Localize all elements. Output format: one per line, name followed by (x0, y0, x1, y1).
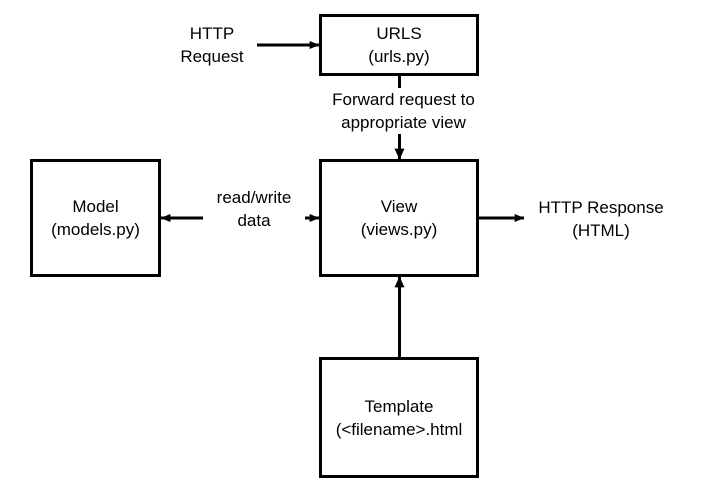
http-response-line2: (HTML) (572, 221, 630, 240)
forward-request-line2: appropriate view (341, 113, 466, 132)
edge-label-http-request: HTTP Request (172, 22, 252, 68)
node-template[interactable]: Template (<filename>.html (319, 357, 479, 478)
read-write-line2: data (237, 211, 271, 230)
http-request-line2: Request (180, 47, 244, 66)
read-write-line1: read/write (216, 188, 292, 207)
node-urls-title: URLS (376, 24, 422, 43)
edge-label-read-write-data: read/write data (203, 186, 305, 232)
node-view-subtitle: (views.py) (360, 220, 438, 239)
edge-label-forward-request: Forward request to appropriate view (316, 88, 491, 134)
node-view-title: View (380, 197, 418, 216)
node-model[interactable]: Model (models.py) (30, 159, 161, 277)
node-template-subtitle: (<filename>.html (335, 419, 463, 439)
node-model-title: Model (72, 197, 119, 216)
http-request-line1: HTTP (189, 24, 235, 43)
node-urls[interactable]: URLS (urls.py) (319, 14, 479, 76)
edge-label-http-response: HTTP Response (HTML) (531, 196, 671, 242)
http-response-line1: HTTP Response (538, 198, 664, 217)
node-view[interactable]: View (views.py) (319, 159, 479, 277)
forward-request-line1: Forward request to (332, 90, 475, 109)
node-model-subtitle: (models.py) (51, 220, 140, 239)
node-template-title: Template (364, 396, 434, 416)
node-urls-subtitle: (urls.py) (368, 47, 430, 66)
